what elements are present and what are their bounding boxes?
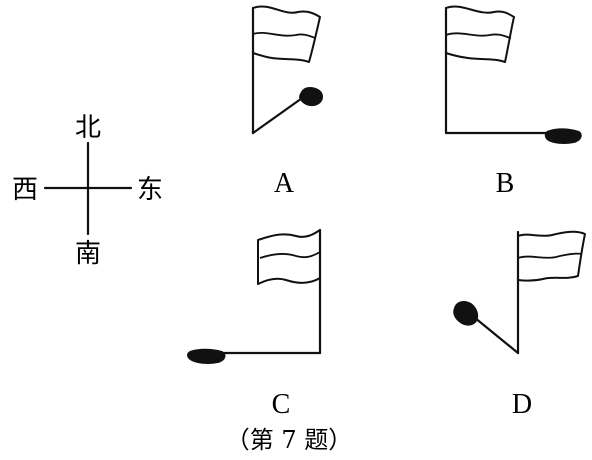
shadow-line [251, 94, 307, 135]
flag-stripe [445, 32, 512, 39]
shadow-tip-blob [544, 128, 582, 144]
option-a-label: A [274, 168, 295, 199]
shadow-tip-blob [299, 87, 324, 107]
shadow-tip-blob [187, 348, 226, 364]
flag-icon [252, 5, 321, 63]
flag-icon [517, 230, 586, 282]
option-b-label: B [496, 168, 515, 199]
option-b-figure: B [444, 5, 582, 199]
option-d-label: D [512, 389, 532, 420]
option-a-figure: A [251, 5, 324, 199]
option-c-figure: C [187, 228, 322, 420]
shadow-tip-blob [453, 300, 479, 326]
compass-west-label: 西 [12, 175, 38, 205]
flag-icon [445, 5, 515, 63]
flag-stripe [252, 31, 317, 39]
compass-rose: 北 南 西 东 [12, 113, 163, 269]
option-d-figure: D [453, 230, 586, 420]
compass-north-label: 北 [75, 113, 101, 143]
compass-south-label: 南 [75, 239, 101, 269]
flag-stripe [517, 252, 583, 259]
compass-east-label: 东 [137, 175, 163, 205]
option-c-label: C [272, 389, 291, 420]
flag-stripe [259, 251, 321, 259]
question-caption: （第 7 题） [226, 426, 353, 454]
